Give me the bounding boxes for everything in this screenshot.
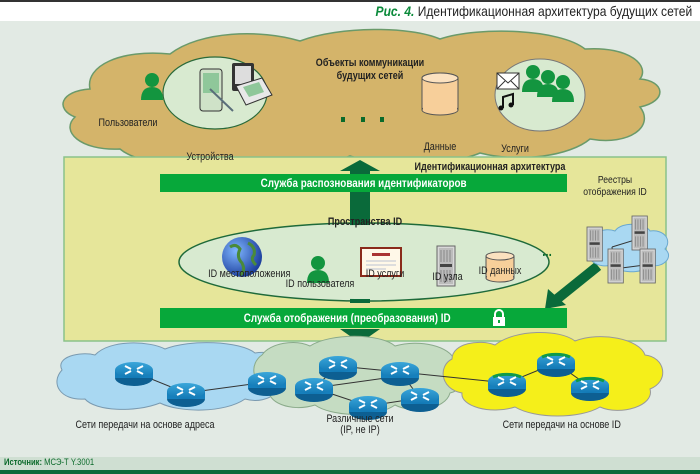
various-network-line-1: Различные сети <box>326 413 394 425</box>
users-label: Пользователи <box>98 117 158 129</box>
source-value: МСЭ-Т Y.3001 <box>44 457 95 467</box>
source-footer: Источник: МСЭ-Т Y.3001 <box>0 457 700 470</box>
diagram-svg <box>56 28 670 421</box>
recognition-service-label: Служба распознования идентификаторов <box>260 176 467 190</box>
location-id-label: ID местоположения <box>208 268 291 280</box>
data-id-label: ID данных <box>478 265 522 277</box>
figure-title: Рис. 4. Идентификационная архитектура бу… <box>375 3 692 19</box>
services-icon <box>496 65 574 111</box>
lock-icon <box>492 309 505 326</box>
id-network-label: Сети передачи на основе ID <box>502 419 621 431</box>
service-id-label: ID услуги <box>365 268 405 280</box>
router-icon <box>166 382 206 408</box>
router-icon <box>400 387 440 413</box>
router-icon <box>486 371 528 399</box>
registries-line-1: Реестры <box>597 174 633 186</box>
id-spaces-title: Пространства ID <box>327 216 403 228</box>
devices-icon <box>199 63 273 112</box>
top-rule <box>0 0 700 2</box>
source-text: Источник: МСЭ-Т Y.3001 <box>4 457 94 467</box>
router-icon <box>247 371 287 397</box>
recognition-service-bar: Служба распознования идентификаторов <box>160 174 567 192</box>
mapping-arrow <box>545 262 602 309</box>
registry-servers <box>586 215 656 284</box>
devices-label: Устройства <box>186 151 234 163</box>
globe-icon <box>222 237 262 277</box>
mapping-service-label: Служба отображения (преобразования) ID <box>244 311 451 325</box>
registries-line-2: отображения ID <box>583 186 647 198</box>
address-network-label: Сети передачи на основе адреса <box>75 419 215 431</box>
figure-title-text: Идентификационная архитектура будущих се… <box>417 3 692 19</box>
diagram-canvas: Объекты коммуникации будущих сетей Польз… <box>0 21 700 457</box>
user-id-label: ID пользователя <box>285 278 355 290</box>
router-icon <box>318 355 358 381</box>
node-id-label: ID узла <box>432 271 463 283</box>
bottom-rule <box>0 470 700 474</box>
ellipsis-dots <box>341 117 384 122</box>
services-label: Услуги <box>501 143 529 155</box>
mapping-service-bar: Служба отображения (преобразования) ID <box>160 308 567 328</box>
id-spaces-ellipsis: ... <box>542 243 552 259</box>
id-database-icon <box>485 251 515 283</box>
router-icon <box>294 377 334 403</box>
data-label: Данные <box>423 141 457 153</box>
various-network-line-2: (IP, не IP) <box>340 424 380 436</box>
architecture-title: Идентификационная архитектура <box>414 161 566 173</box>
title-line-1: Объекты коммуникации <box>315 57 425 69</box>
router-icon <box>114 361 154 387</box>
figure-number: Рис. 4. <box>375 3 415 19</box>
certificate-icon <box>360 247 402 277</box>
router-icon <box>380 361 420 387</box>
various-network-label: Различные сети (IP, не IP) <box>319 414 401 436</box>
registries-label: Реестры отображения ID <box>578 174 652 198</box>
title-line-2: будущих сетей <box>336 70 404 82</box>
database-icon <box>421 72 459 116</box>
communication-objects-title: Объекты коммуникации будущих сетей <box>304 57 435 83</box>
source-label: Источник: <box>4 457 43 467</box>
router-icon <box>569 375 611 403</box>
router-icon <box>535 351 577 379</box>
